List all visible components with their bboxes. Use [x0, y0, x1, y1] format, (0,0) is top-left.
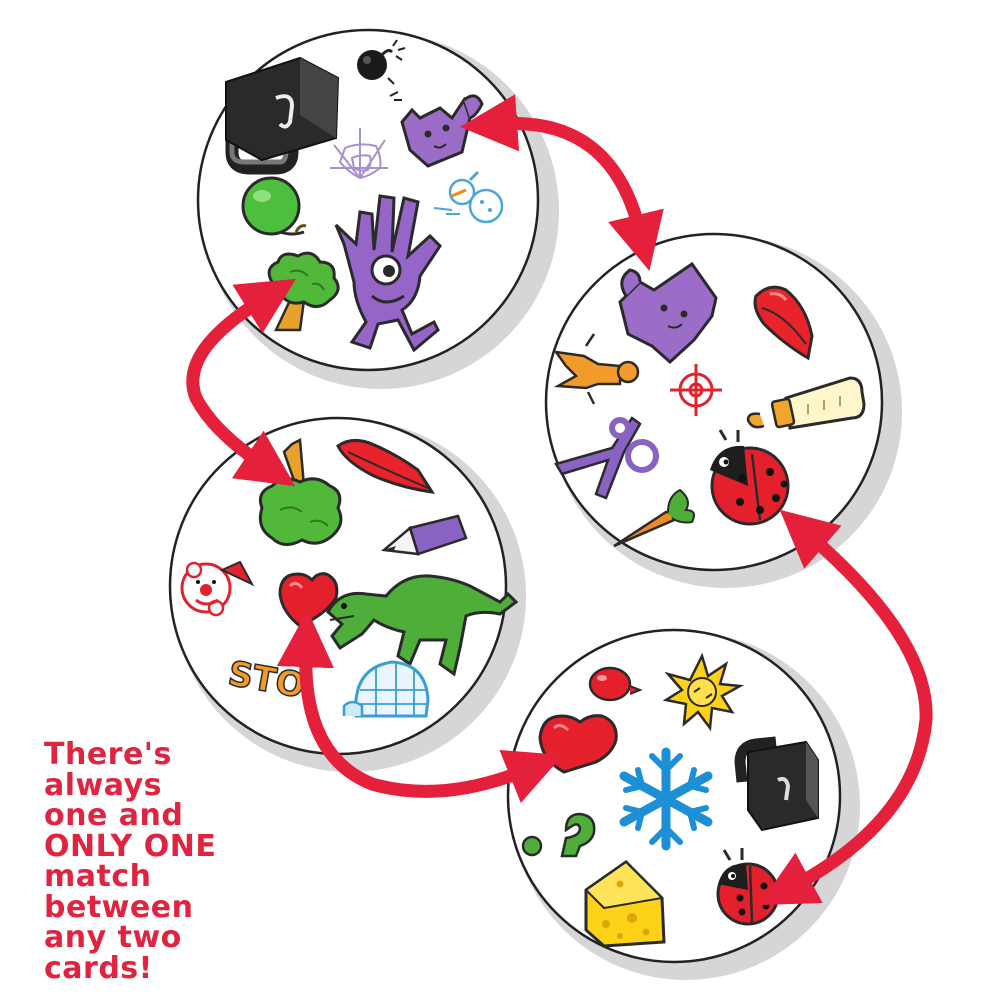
clown-icon — [180, 560, 255, 617]
cheese-icon — [584, 860, 666, 948]
target-icon — [670, 364, 722, 416]
man-icon — [553, 333, 640, 405]
match-arrows — [186, 94, 933, 906]
tagline-line: any two — [44, 920, 182, 955]
tagline-line: ONLY ONE — [44, 828, 217, 864]
sun-icon — [662, 652, 745, 732]
snowflake-icon — [619, 747, 713, 851]
tagline-line: always — [44, 767, 162, 803]
apple-icon — [241, 176, 307, 236]
question-mark-icon — [521, 812, 596, 858]
bomb-icon — [357, 39, 406, 101]
arrow-card1-card2 — [460, 94, 664, 271]
balloon-icon — [588, 666, 643, 702]
card-4 — [506, 628, 860, 980]
lips-icon — [336, 439, 435, 494]
padlock-icon — [734, 736, 819, 832]
tagline-line: between — [44, 889, 194, 925]
scissors-icon — [554, 416, 659, 500]
hand-icon — [334, 194, 442, 353]
lips-icon — [753, 285, 814, 361]
arrow-card3-card4 — [276, 609, 564, 803]
carrot-icon — [613, 488, 695, 548]
cat-icon — [618, 261, 718, 365]
ladybug-icon — [710, 429, 790, 526]
pencil-icon — [380, 514, 468, 556]
card-2 — [544, 232, 902, 588]
card-1 — [196, 28, 559, 389]
arrow-card2-card4 — [758, 509, 933, 906]
padlock-icon — [225, 56, 340, 175]
card-3: STO — [168, 416, 526, 772]
tagline-line: There's — [44, 737, 172, 772]
tagline: There's always one and ONLY ONE match be… — [44, 737, 304, 986]
tagline-line: one and — [44, 798, 184, 833]
spider-web-icon — [330, 128, 388, 180]
baby-bottle-icon — [746, 376, 866, 430]
arrow-card1-card3 — [186, 278, 297, 487]
tagline-line: match — [44, 859, 152, 894]
tagline-line: cards! — [44, 950, 153, 986]
